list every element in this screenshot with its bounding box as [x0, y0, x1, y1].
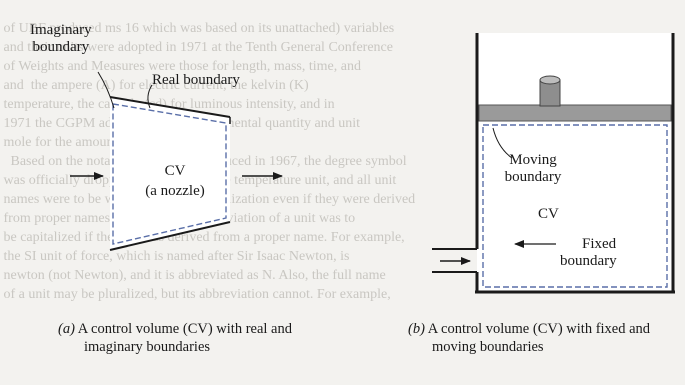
moving-label-line1: Moving [509, 152, 557, 168]
nozzle-name-label: (a nozzle) [145, 183, 205, 199]
imaginary-label-line2: boundary [32, 39, 90, 55]
nozzle-body [110, 97, 230, 250]
piston-cylinder-figure [432, 33, 675, 294]
right-caption-line1: A control volume (CV) with fixed and [427, 321, 651, 337]
right-caption: (b) A control volume (CV) with fixed and… [408, 320, 650, 356]
left-caption: (a) A control volume (CV) with real and … [58, 320, 292, 356]
fixed-boundary-label: Fixed boundary [560, 236, 617, 270]
nozzle-cv-text: CV [164, 163, 186, 179]
nozzle-figure [70, 71, 283, 251]
cylinder-cv-label: CV [538, 206, 559, 222]
imaginary-boundary-leader [97, 71, 115, 109]
left-caption-line1: A control volume (CV) with real and [77, 321, 292, 337]
left-caption-letter: (a) [58, 321, 75, 337]
piston [478, 104, 672, 122]
real-boundary-leader [147, 84, 153, 109]
piston-rod-top [539, 75, 561, 85]
cylinder-cv-boundary [482, 124, 668, 288]
fixed-label-line2: boundary [560, 253, 617, 269]
nozzle-cv-boundary [112, 103, 227, 245]
cylinder-interior [477, 33, 673, 292]
fixed-label-line1: Fixed [582, 236, 617, 252]
moving-boundary-label: Moving boundary [497, 152, 569, 186]
nozzle-bottom-wall [109, 221, 231, 251]
right-caption-letter: (b) [408, 321, 425, 337]
right-caption-line2: moving boundaries [432, 339, 544, 355]
nozzle-top-wall [109, 96, 231, 118]
imaginary-label-line1: Imaginary [30, 22, 92, 38]
nozzle-cv-label: CV [145, 163, 205, 180]
imaginary-boundary-label: Imaginary boundary [30, 22, 92, 56]
moving-boundary-leader [492, 127, 513, 159]
moving-label-line2: boundary [504, 169, 562, 185]
real-boundary-label: Real boundary [152, 72, 240, 88]
left-caption-line2: imaginary boundaries [84, 339, 211, 355]
